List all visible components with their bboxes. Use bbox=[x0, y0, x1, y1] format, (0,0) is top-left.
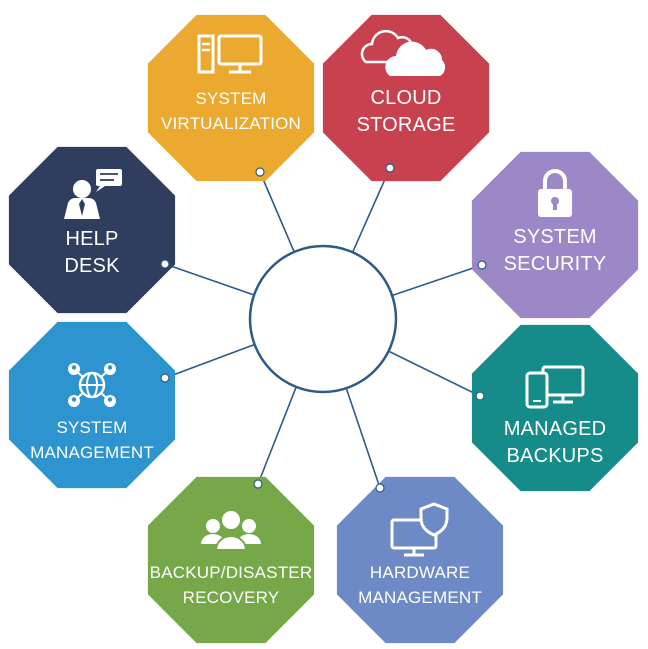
connector-backup-disaster-recovery bbox=[257, 386, 297, 485]
system-security-label-line-1: SYSTEM bbox=[513, 226, 596, 248]
cloud-storage-label-line-2: STORAGE bbox=[357, 114, 456, 136]
connector-lines bbox=[164, 167, 483, 489]
monitor-with-shield-icon bbox=[390, 502, 449, 557]
center-hub-circle bbox=[248, 244, 398, 394]
backup-disaster-recovery-label-line-1: BACKUP/DISASTER bbox=[150, 563, 313, 582]
cloud-icon bbox=[360, 29, 446, 76]
hardware-management-octagon bbox=[336, 476, 504, 644]
node-cloud-storage: CLOUD STORAGE bbox=[322, 14, 490, 182]
node-backup-disaster-recovery: BACKUP/DISASTER RECOVERY bbox=[147, 476, 315, 644]
node-help-desk: HELP DESK bbox=[8, 146, 176, 314]
managed-backups-label-line-2: BACKUPS bbox=[507, 445, 604, 467]
backup-disaster-recovery-connector-dot bbox=[253, 479, 263, 489]
hardware-management-label-line-1: HARDWARE bbox=[370, 563, 470, 582]
help-desk-label-line-2: DESK bbox=[64, 255, 120, 277]
node-system-security: SYSTEM SECURITY bbox=[471, 151, 639, 319]
connector-system-management bbox=[164, 343, 255, 379]
system-security-connector-dot bbox=[477, 260, 487, 270]
system-security-octagon bbox=[471, 151, 639, 319]
backup-disaster-recovery-label-line-2: RECOVERY bbox=[183, 588, 280, 607]
system-management-octagon bbox=[8, 321, 176, 489]
service-nodes: SYSTEM VIRTUALIZATION CLOUD STORAGE SYSTEM SE… bbox=[8, 14, 639, 644]
connector-hardware-management bbox=[345, 387, 381, 489]
system-security-label-line-2: SECURITY bbox=[504, 253, 607, 275]
system-management-label-line-1: SYSTEM bbox=[56, 418, 127, 437]
managed-backups-label-line-1: MANAGED bbox=[504, 418, 607, 440]
support-agent-chat-icon bbox=[64, 169, 122, 219]
cloud-storage-octagon bbox=[322, 14, 490, 182]
managed-backups-connector-dot bbox=[475, 391, 485, 401]
help-desk-label-line-1: HELP bbox=[65, 228, 118, 250]
user-group-icon bbox=[201, 511, 261, 551]
system-virtualization-label-line-2: VIRTUALIZATION bbox=[161, 114, 301, 133]
node-managed-backups: MANAGED BACKUPS bbox=[471, 324, 639, 492]
system-virtualization-octagon bbox=[147, 14, 315, 182]
desktop-computer-icon bbox=[197, 34, 263, 74]
node-hardware-management: HARDWARE MANAGEMENT bbox=[336, 476, 504, 644]
system-virtualization-label-line-1: SYSTEM bbox=[195, 89, 266, 108]
hardware-management-label-line-2: MANAGEMENT bbox=[358, 588, 482, 607]
cloud-storage-label-line-1: CLOUD bbox=[370, 87, 441, 109]
managed-backups-octagon bbox=[471, 324, 639, 492]
node-system-virtualization: SYSTEM VIRTUALIZATION bbox=[147, 14, 315, 182]
cloud-storage-connector-dot bbox=[385, 163, 395, 173]
connector-system-security bbox=[391, 264, 483, 297]
connector-cloud-storage bbox=[351, 167, 391, 253]
padlock-icon bbox=[538, 169, 572, 217]
monitor-and-tablet-icon bbox=[525, 365, 585, 409]
connector-managed-backups bbox=[388, 350, 481, 397]
connector-system-virtualization bbox=[259, 171, 295, 253]
help-desk-connector-dot bbox=[160, 259, 170, 269]
connector-help-desk bbox=[164, 263, 255, 296]
help-desk-octagon bbox=[8, 146, 176, 314]
backup-disaster-recovery-octagon bbox=[147, 476, 315, 644]
system-management-connector-dot bbox=[160, 373, 170, 383]
system-management-label-line-2: MANAGEMENT bbox=[30, 443, 154, 462]
globe-network-icon bbox=[68, 363, 116, 407]
node-system-management: SYSTEM MANAGEMENT bbox=[8, 321, 176, 489]
system-virtualization-connector-dot bbox=[255, 167, 265, 177]
hardware-management-connector-dot bbox=[375, 483, 385, 493]
